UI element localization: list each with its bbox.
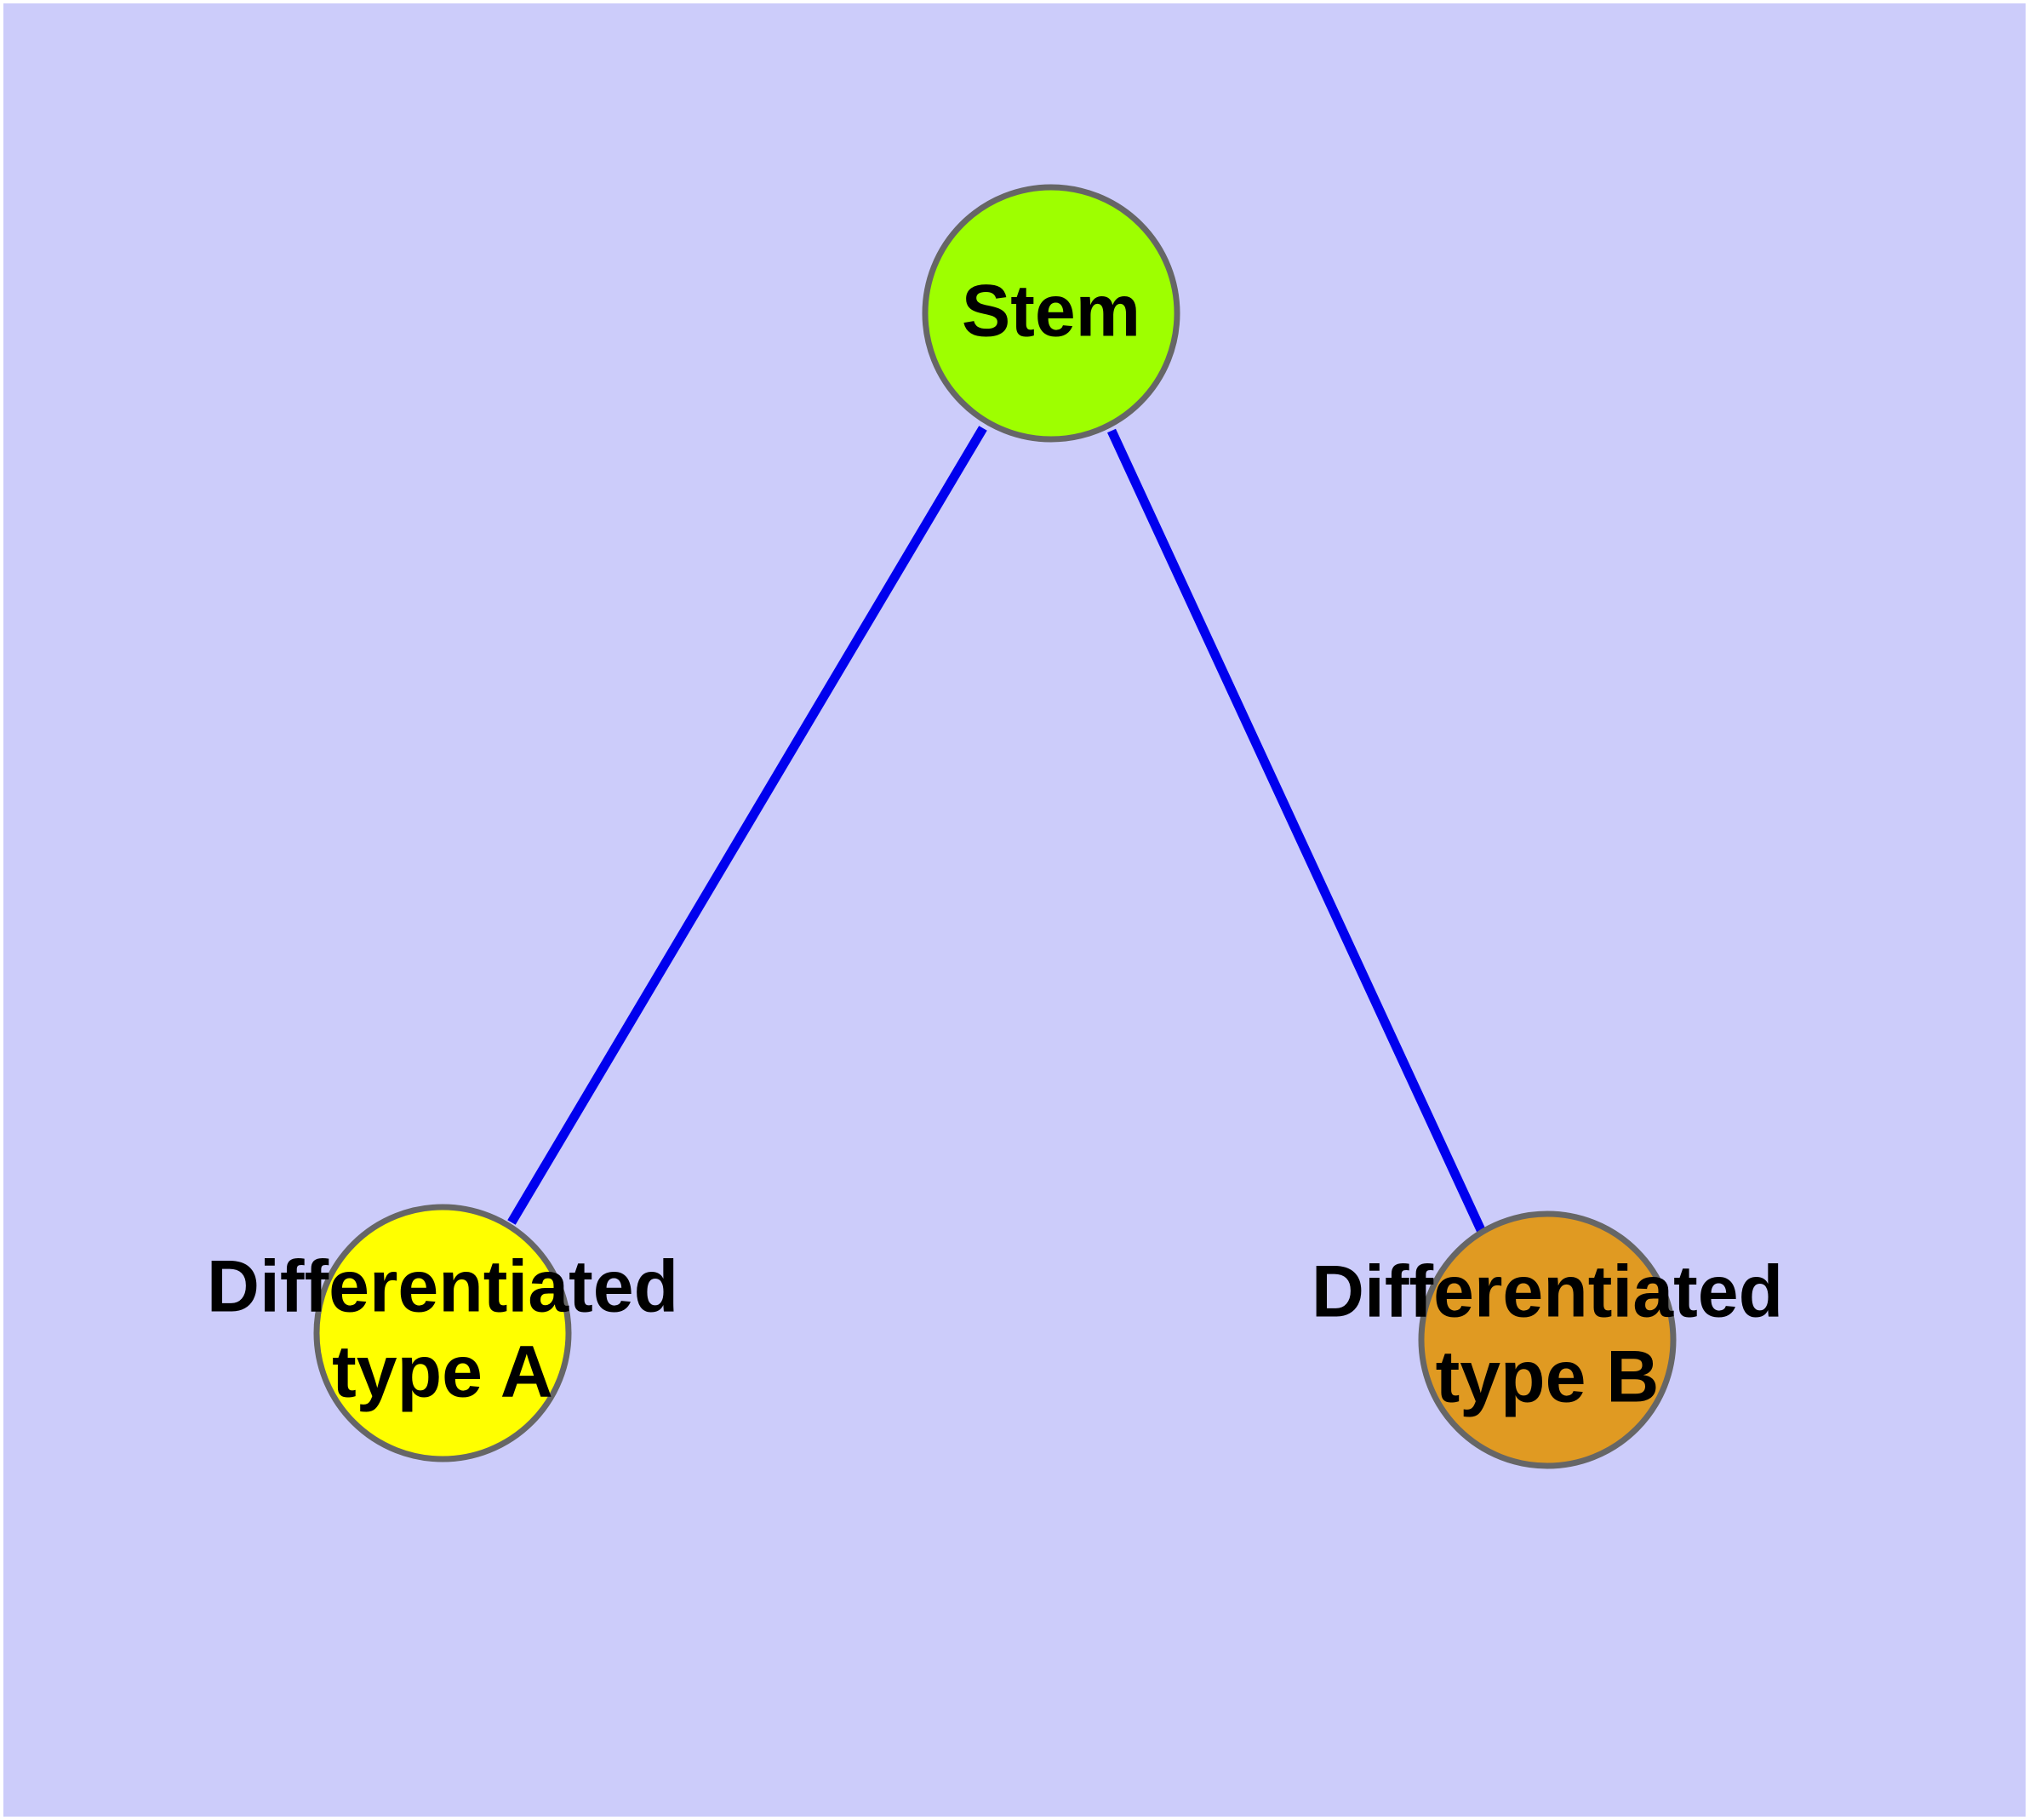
node-diff-b-label-line2: type B — [1436, 1336, 1660, 1418]
node-diff-a-label-line2: type A — [332, 1331, 553, 1413]
edge-stem-to-diff-a[interactable] — [507, 426, 987, 1225]
node-diff-a-circle[interactable] — [313, 1204, 572, 1462]
edge-stem-to-diff-b[interactable] — [1107, 428, 1486, 1234]
node-diff-b-label-line1: Differentiated — [1312, 1251, 1783, 1333]
node-stem-label: Stem — [962, 271, 1140, 352]
node-diff-b[interactable] — [1418, 1210, 1677, 1469]
edge-layer — [507, 426, 1486, 1234]
node-stem-circle[interactable] — [922, 184, 1180, 443]
node-diff-b-circle[interactable] — [1418, 1210, 1677, 1469]
node-diff-a[interactable] — [313, 1204, 572, 1462]
label-layer: Stem Differentiated type A Differentiate… — [207, 271, 1783, 1418]
node-layer — [313, 184, 1677, 1469]
node-stem[interactable] — [922, 184, 1180, 443]
node-diff-a-label-line1: Differentiated — [207, 1246, 678, 1328]
